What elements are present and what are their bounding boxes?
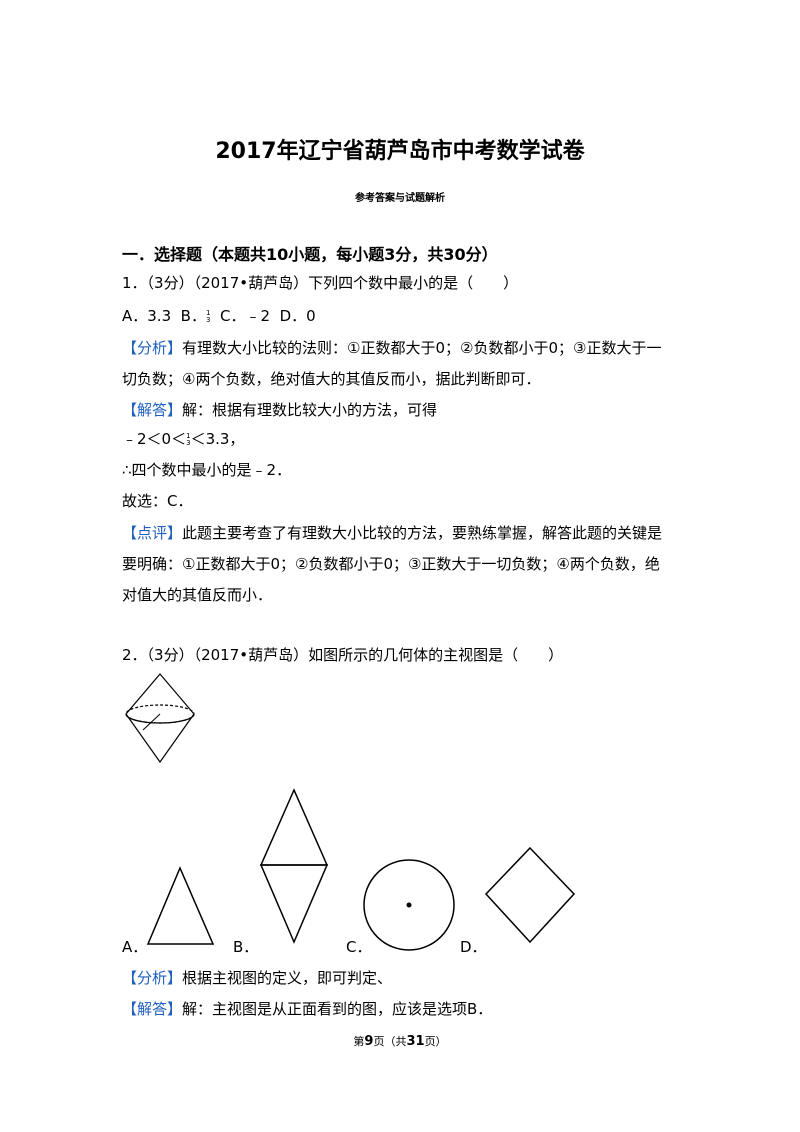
q1-analysis-line-1: 【分析】有理数大小比较的法则：①正数都大于0；②负数都小于0；③正数大于一 (122, 339, 662, 357)
q1-option-b: B． (180, 307, 206, 325)
page-subtitle: 参考答案与试题解析 (355, 193, 445, 204)
analysis-tag: 【分析】 (122, 969, 183, 987)
page-footer: 第9页（共31页） (353, 1034, 447, 1049)
q2-option-c-circle (363, 859, 455, 951)
q2-option-a-triangle (146, 866, 215, 945)
answer-tag: 【解答】 (122, 401, 183, 419)
total-pages: 31 (406, 1034, 425, 1049)
comment-tag: 【点评】 (122, 524, 183, 542)
analysis-tag: 【分析】 (122, 339, 183, 357)
q2-option-b-double-triangle (259, 788, 329, 944)
q2-option-d-diamond (484, 846, 576, 944)
q2-option-b-label: B． (233, 938, 259, 956)
q1-comment-line-2: 要明确：①正数都大于0；②负数都小于0；③正数大于一切负数；④两个负数，绝 (122, 555, 660, 573)
page-title: 2017年辽宁省葫芦岛市中考数学试卷 (215, 139, 585, 164)
q2-option-c-label: C． (346, 938, 372, 956)
section-heading: 一．选择题（本题共10小题，每小题3分，共30分） (122, 245, 498, 264)
q2-solid-figure (125, 673, 195, 764)
q1-answer-line-1: 【解答】解：根据有理数比较大小的方法，可得 (122, 401, 438, 419)
page-number: 9 (364, 1034, 374, 1049)
q2-stem: 2．（3分）（2017•葫芦岛）如图所示的几何体的主视图是（ ） (122, 646, 564, 664)
answer-tag: 【解答】 (122, 1000, 183, 1018)
q1-comment-line-1: 【点评】此题主要考查了有理数大小比较的方法，要熟练掌握，解答此题的关键是 (122, 524, 663, 542)
q1-stem: 1．（3分）（2017•葫芦岛）下列四个数中最小的是（ ） (122, 274, 519, 292)
q2-analysis: 【分析】根据主视图的定义，即可判定、 (122, 969, 393, 987)
q2-answer: 【解答】解：主视图是从正面看到的图，应该是选项B． (122, 1000, 493, 1018)
q2-option-d-label: D． (460, 938, 487, 956)
q2-option-a-label: A． (122, 938, 148, 956)
q1-option-a: A．3.3 (122, 307, 172, 325)
q1-option-c: C．﹣2 (219, 307, 271, 325)
q1-option-d: D．0 (279, 307, 316, 325)
q1-comment-line-3: 对值大的其值反而小． (122, 586, 273, 604)
q1-answer-line-4: 故选：C． (122, 492, 193, 510)
q1-analysis-line-2: 切负数；④两个负数，绝对值大的其值反而小，据此判断即可． (122, 370, 541, 388)
q1-answer-line-3: ∴四个数中最小的是﹣2． (122, 461, 292, 479)
